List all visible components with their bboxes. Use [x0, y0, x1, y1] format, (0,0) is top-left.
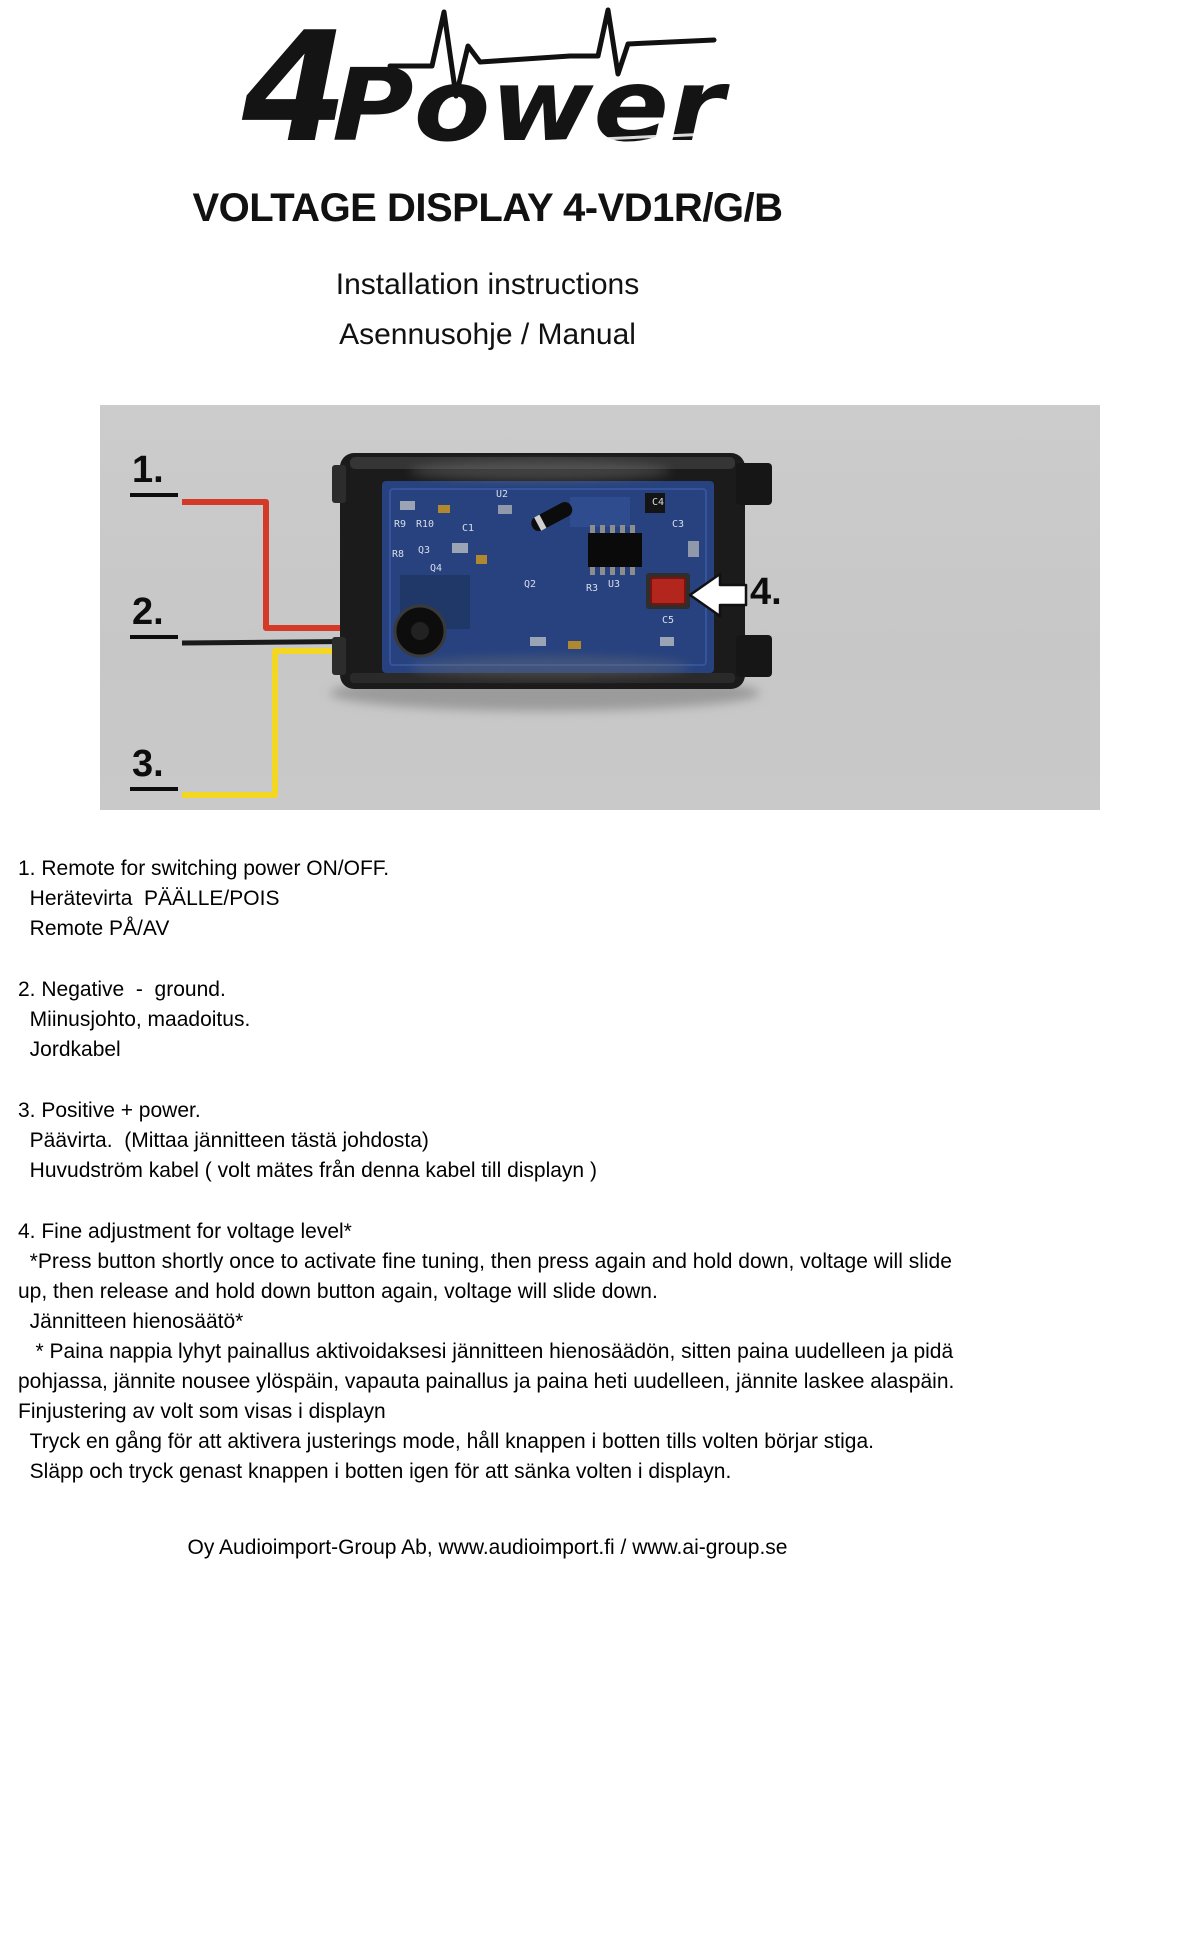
smd-part — [498, 505, 512, 514]
callout-ground: 2. — [130, 592, 178, 639]
section-remote: 1. Remote for switching power ON/OFF. He… — [18, 854, 970, 944]
silkscreen-label: C5 — [662, 615, 674, 626]
smd-part — [452, 543, 468, 553]
silkscreen-label: Q3 — [418, 545, 430, 556]
housing-tab-top-right — [736, 463, 772, 505]
instruction-line: Huvudström kabel ( volt mätes från denna… — [18, 1159, 597, 1182]
instruction-line: 3. Positive + power. — [18, 1099, 201, 1122]
instruction-line: 1. Remote for switching power ON/OFF. — [18, 857, 390, 880]
fine-adjust-button — [646, 573, 690, 609]
instruction-line: Finjustering av volt som visas i display… — [18, 1400, 386, 1423]
logo-stripe-icon — [359, 132, 711, 152]
page-title: VOLTAGE DISPLAY 4-VD1R/G/B — [192, 186, 783, 230]
instructions-text: 1. Remote for switching power ON/OFF. He… — [18, 854, 970, 1518]
section-positive: 3. Positive + power. Päävirta. (Mittaa j… — [18, 1096, 970, 1186]
pulse-line-icon — [387, 7, 717, 99]
instruction-line: Miinusjohto, maadoitus. — [18, 1008, 251, 1031]
silkscreen-label: R10 — [416, 519, 434, 530]
pcb-photo-illustration: U2 R9 R10 C1 R8 Q3 Q4 Q2 R3 U3 C4 C3 C5 — [181, 453, 772, 798]
ic-chip — [588, 525, 642, 575]
silkscreen-label: R8 — [392, 549, 404, 560]
silkscreen-label: U3 — [608, 579, 620, 590]
wiring-diagram-photo: U2 R9 R10 C1 R8 Q3 Q4 Q2 R3 U3 C4 C3 C5 — [100, 405, 1100, 810]
silkscreen-label: C3 — [672, 519, 684, 530]
dust-fuzz — [410, 656, 690, 678]
instruction-line: *Press button shortly once to activate f… — [18, 1250, 958, 1303]
diode-component — [531, 502, 573, 532]
instruction-line: * Paina nappia lyhyt painallus aktivoida… — [18, 1340, 960, 1393]
silkscreen-label: R3 — [586, 583, 598, 594]
subtitle-english: Installation instructions — [335, 268, 640, 301]
callout-remote: 1. — [130, 450, 178, 497]
smd-part — [645, 493, 665, 513]
subtitle-finnish-swedish: Asennusohje / Manual — [339, 318, 636, 351]
housing-tab-bottom-left — [332, 637, 346, 675]
silkscreen-label: C1 — [462, 523, 474, 534]
pcb-silkscreen-labels: U2 R9 R10 C1 R8 Q3 Q4 Q2 R3 U3 C4 C3 C5 — [392, 489, 684, 626]
instruction-line: Päävirta. (Mittaa jännitteen tästä johdo… — [18, 1129, 429, 1152]
instruction-line: Tryck en gång för att aktivera justering… — [18, 1430, 874, 1453]
instruction-line: Jordkabel — [18, 1038, 121, 1061]
instruction-line: Herätevirta PÄÄLLE/POIS — [18, 887, 280, 910]
logo-digit: 4 — [241, 2, 348, 174]
instruction-line: Jännitteen hienosäätö* — [18, 1310, 244, 1333]
4power-logo-icon: 4 Power — [241, 0, 730, 176]
housing-tab-bottom-right — [736, 635, 772, 677]
smd-part — [530, 637, 546, 646]
button-pointer-arrow-icon — [688, 572, 748, 618]
remote-wire — [182, 499, 400, 631]
silkscreen-label: U2 — [496, 489, 508, 500]
callout-power: 3. — [130, 744, 178, 791]
section-ground: 2. Negative - ground. Miinusjohto, maado… — [18, 975, 970, 1065]
silkscreen-label: Q2 — [524, 579, 536, 590]
instruction-line: 4. Fine adjustment for voltage level* — [18, 1220, 352, 1243]
housing-tab-top-left — [332, 465, 346, 503]
silkscreen-label: C4 — [652, 497, 664, 508]
dust-fuzz — [410, 461, 670, 481]
logo-word: Power — [332, 47, 730, 164]
pcb-light-region — [570, 497, 630, 527]
smd-part — [688, 541, 699, 557]
smd-part — [568, 641, 581, 649]
instruction-line: Släpp och tryck genast knappen i botten … — [18, 1460, 732, 1483]
footer-company-line: Oy Audioimport-Group Ab, www.audioimport… — [187, 1536, 788, 1559]
section-fine-adjustment: 4. Fine adjustment for voltage level* *P… — [18, 1217, 970, 1487]
buzzer-core — [411, 622, 429, 640]
silkscreen-label: R9 — [394, 519, 406, 530]
instruction-line: Remote PÅ/AV — [18, 917, 170, 940]
callout-adjust-button: 4. — [750, 571, 782, 613]
instruction-line: 2. Negative - ground. — [18, 978, 226, 1001]
smd-part — [400, 501, 415, 510]
smd-part — [476, 555, 487, 564]
silkscreen-label: Q4 — [430, 563, 442, 574]
brand-logo: 4 Power — [240, 0, 740, 176]
smd-part — [660, 637, 674, 646]
smd-part — [438, 505, 450, 513]
